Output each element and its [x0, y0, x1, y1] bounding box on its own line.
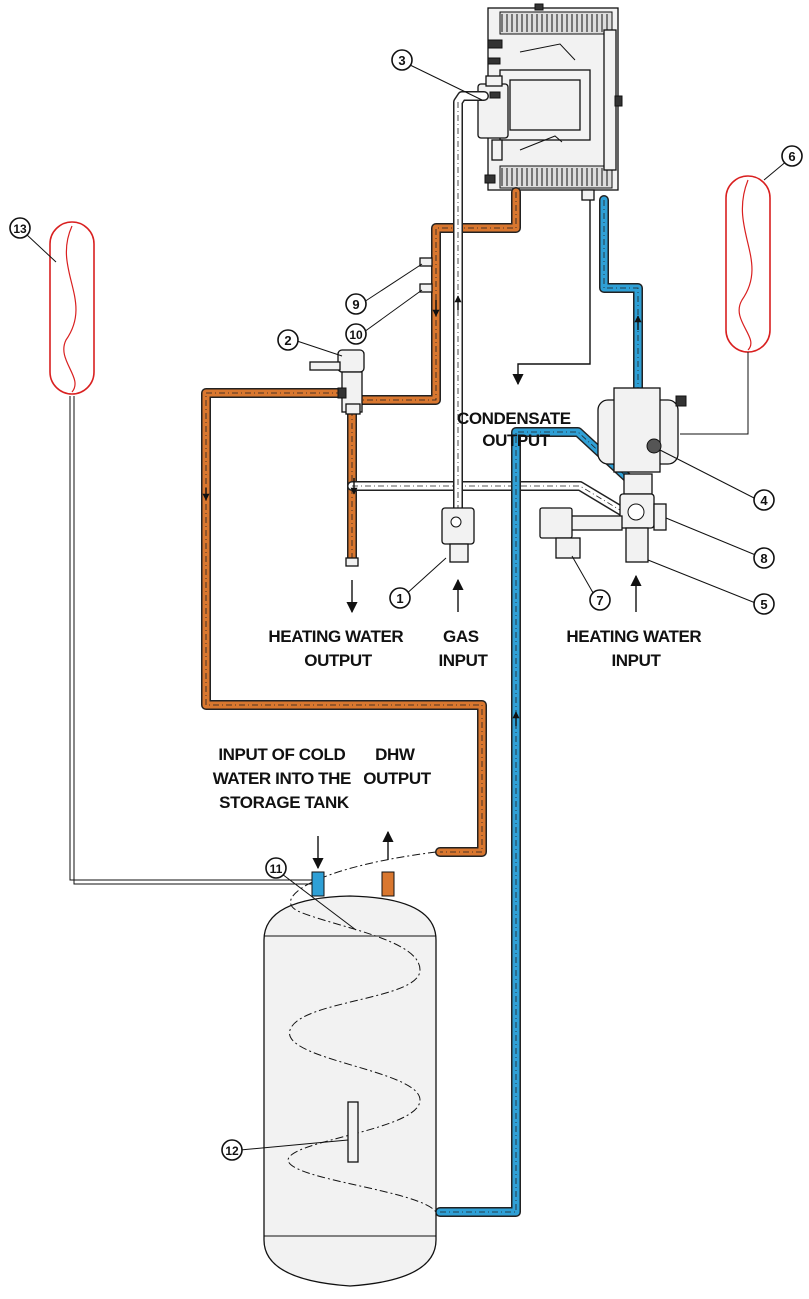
svg-text:5: 5 — [760, 597, 767, 612]
heating-water-output-label: HEATING WATER OUTPUT — [268, 627, 407, 670]
dhw-expansion-vessel — [49, 221, 316, 885]
cold-water-input-label: INPUT OF COLD WATER INTO THE STORAGE TAN… — [213, 745, 356, 812]
diverter-valve — [309, 349, 365, 415]
callout-5: 5 — [647, 559, 775, 615]
svg-text:3: 3 — [398, 53, 405, 68]
svg-text:2: 2 — [284, 333, 291, 348]
heating-water-input-label: HEATING WATER INPUT — [566, 627, 705, 670]
callout-6: 6 — [763, 145, 803, 181]
callout-1: 1 — [389, 557, 447, 609]
svg-text:6: 6 — [788, 149, 795, 164]
return-valve-group — [539, 493, 667, 612]
callout-7: 7 — [571, 555, 611, 611]
tank-heating-coil — [287, 851, 437, 1213]
heating-return-pipe — [347, 478, 635, 521]
svg-text:11: 11 — [270, 862, 283, 876]
heating-flow-pipe — [353, 187, 521, 405]
gas-input-label: GAS INPUT — [438, 627, 488, 670]
svg-text:12: 12 — [225, 1144, 239, 1158]
heating-expansion-vessel — [680, 175, 771, 435]
condensate-output-label: CONDENSATE OUTPUT — [457, 409, 575, 450]
pump-cold-return-pipe — [599, 195, 643, 405]
callout-3: 3 — [391, 49, 483, 101]
cold-water-inlet-stub — [311, 871, 325, 897]
probe-fittings — [419, 257, 433, 293]
tank-coil-supply-pipe — [201, 388, 487, 857]
callout-11: 11 — [265, 857, 357, 931]
svg-text:8: 8 — [760, 551, 767, 566]
callout-13: 13 — [9, 217, 57, 263]
exchanger-fins-bottom — [499, 165, 613, 189]
svg-text:7: 7 — [596, 593, 603, 608]
svg-text:10: 10 — [349, 328, 363, 342]
callout-9: 9 — [345, 263, 423, 315]
callout-2: 2 — [277, 329, 343, 357]
callout-8: 8 — [665, 517, 775, 569]
condensate-drain — [512, 200, 591, 386]
gas-cock — [441, 507, 475, 612]
callout-12: 12 — [221, 1139, 349, 1161]
svg-text:4: 4 — [760, 493, 768, 508]
dhw-output-label: DHW OUTPUT — [363, 745, 432, 788]
boiler-heat-exchanger — [484, 3, 623, 201]
heating-output-pipe — [345, 405, 359, 614]
callout-10: 10 — [345, 289, 423, 345]
svg-text:9: 9 — [352, 297, 359, 312]
dhw-outlet-stub — [381, 871, 395, 897]
callout-4: 4 — [659, 449, 775, 511]
exchanger-fins-top — [499, 11, 613, 35]
circulation-pump — [597, 387, 687, 495]
svg-text:13: 13 — [13, 222, 27, 236]
gas-pipe — [453, 91, 489, 513]
storage-tank — [263, 830, 437, 1287]
tank-coil-return-pipe — [435, 427, 635, 1217]
svg-text:1: 1 — [396, 591, 403, 606]
